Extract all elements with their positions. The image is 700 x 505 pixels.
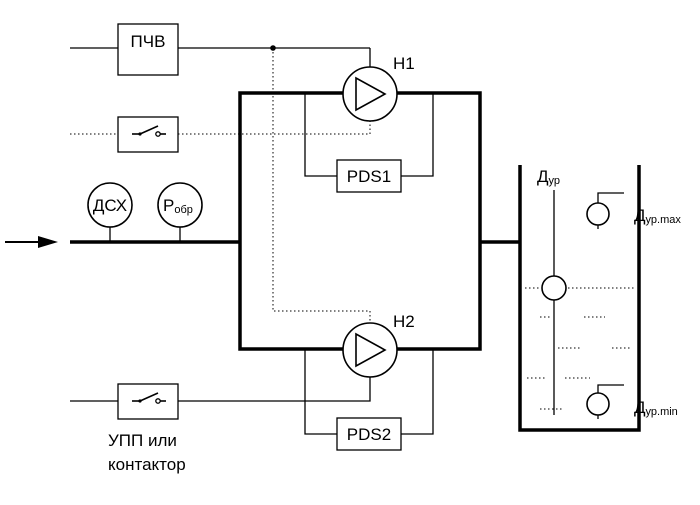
pds1-bypass	[304, 93, 434, 193]
pump-h1	[342, 66, 398, 122]
level-sensor-main-label: Дур	[537, 167, 560, 187]
dotted-signal-lines	[70, 48, 371, 324]
inlet-arrow	[5, 236, 58, 248]
pds2-label: PDS2	[347, 425, 391, 444]
pds1-label: PDS1	[347, 167, 391, 186]
pipe-manifold	[238, 91, 482, 351]
sensor-pressure	[157, 182, 203, 242]
tank	[518, 165, 641, 432]
upp-caption-line2: контактор	[108, 455, 186, 474]
pchv-line: ПЧВ	[70, 23, 371, 76]
level-sensor-max-label: Дур.max	[634, 206, 681, 226]
pds2-bypass	[304, 349, 434, 451]
pump-h1-label: Н1	[393, 54, 415, 73]
tank-level-lines	[525, 287, 634, 410]
level-sensor-min-label: Дур.min	[634, 398, 678, 418]
switch-top	[117, 116, 179, 153]
pchv-label: ПЧВ	[131, 32, 166, 51]
pump-h2	[342, 322, 398, 378]
level-sensor-max	[586, 192, 624, 229]
pchv-box	[117, 23, 179, 76]
sensor-dsh	[87, 182, 133, 242]
level-sensor-main	[541, 190, 567, 415]
pump-h2-label: Н2	[393, 312, 415, 331]
upp-line	[70, 377, 371, 420]
level-sensor-min	[586, 384, 624, 419]
sensor-pressure-label: Pобр	[163, 196, 193, 216]
sensor-dsh-label: ДСХ	[93, 196, 127, 215]
upp-caption-line1: УПП или	[108, 431, 177, 450]
